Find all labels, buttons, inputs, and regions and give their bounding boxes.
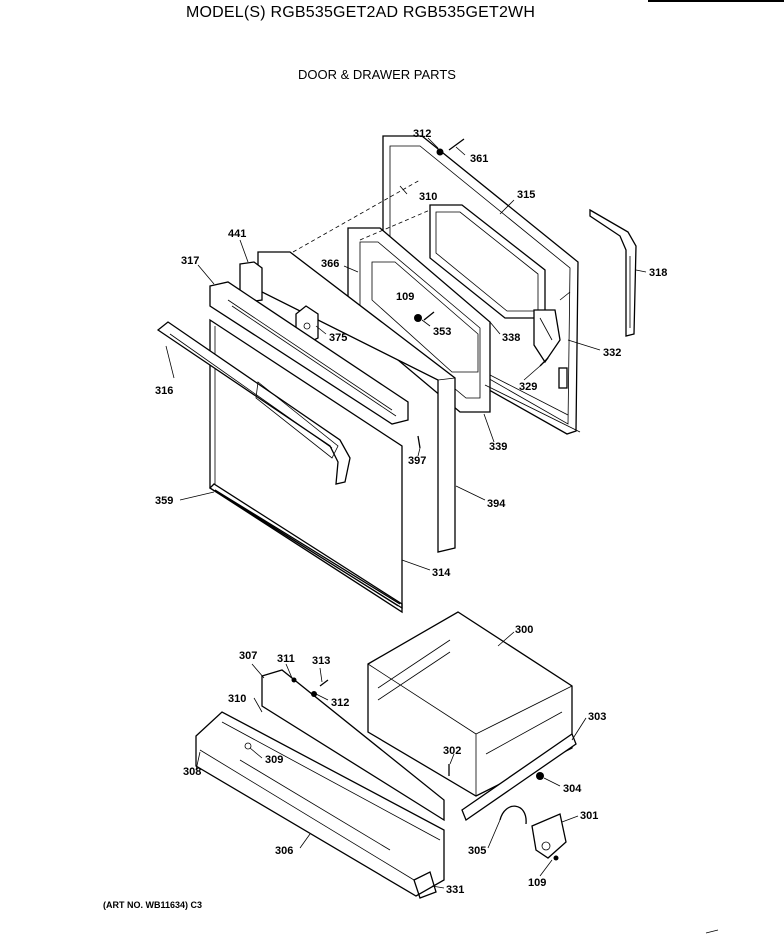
- section-title: DOOR & DRAWER PARTS: [298, 67, 456, 82]
- leader-lines: [165, 137, 647, 889]
- callout-339: 339: [489, 441, 507, 453]
- door-handle-316: [156, 321, 351, 485]
- screw-329: [539, 357, 549, 367]
- drawer-bracket-301: [531, 813, 567, 859]
- callout-329: 329: [519, 381, 537, 393]
- callout-313: 313: [312, 655, 330, 667]
- screw-361: [448, 138, 465, 151]
- callout-306: 306: [275, 845, 293, 857]
- model-title: MODEL(S) RGB535GET2AD RGB535GET2WH: [186, 4, 536, 21]
- callout-304: 304: [563, 783, 582, 795]
- drawer-body-300: [367, 611, 573, 797]
- callout-318: 318: [649, 267, 667, 279]
- screw-353: [423, 311, 435, 321]
- callout-441: 441: [228, 228, 246, 240]
- callout-397: 397: [408, 455, 426, 467]
- callout-394: 394: [487, 498, 506, 510]
- callout-312-drawer: 312: [331, 697, 349, 709]
- fastener-109: [414, 314, 422, 322]
- fastener-109-drawer: [553, 855, 559, 861]
- callout-310: 310: [419, 191, 437, 203]
- callout-375: 375: [329, 332, 347, 344]
- art-number: (ART NO. WB11634) C3: [103, 900, 203, 910]
- callout-366: 366: [321, 258, 339, 270]
- top-rule: [648, 0, 784, 2]
- fastener-311: [291, 677, 297, 683]
- vent-trim-317: [209, 281, 409, 425]
- fastener-309: [244, 742, 252, 750]
- callout-303: 303: [588, 711, 606, 723]
- callout-312: 312: [413, 128, 431, 140]
- callout-316: 316: [155, 385, 173, 397]
- callout-109: 109: [396, 291, 414, 303]
- callout-338: 338: [502, 332, 520, 344]
- callout-317: 317: [181, 255, 199, 267]
- callout-361: 361: [470, 153, 488, 165]
- door-liner-394: [257, 251, 456, 553]
- drawer-slide-303: [461, 733, 577, 821]
- door-gasket-318: [589, 208, 637, 337]
- door-hinge-332: [533, 309, 568, 389]
- callout-315: 315: [517, 189, 535, 201]
- fastener-312: [436, 148, 444, 156]
- part-callouts: 312 361 310 315 318 441 317 366 109 353 …: [155, 128, 667, 896]
- callout-109-drawer: 109: [528, 877, 546, 889]
- callout-307: 307: [239, 650, 257, 662]
- callout-353: 353: [433, 326, 451, 338]
- callout-300: 300: [515, 624, 533, 636]
- screw-313: [319, 679, 329, 687]
- drawer-side-307: [261, 669, 445, 822]
- wire-clip-305: [499, 805, 527, 825]
- callout-359: 359: [155, 495, 173, 507]
- bottom-trim-359: [214, 489, 401, 605]
- callout-310-drawer: 310: [228, 693, 246, 705]
- fastener-312-drawer: [311, 691, 317, 697]
- callout-311: 311: [277, 653, 295, 665]
- fastener-304: [536, 772, 544, 780]
- callout-309: 309: [265, 754, 283, 766]
- callout-301: 301: [580, 810, 598, 822]
- callout-305: 305: [468, 845, 486, 857]
- drawer-front-308: [195, 711, 445, 899]
- screw-397: [417, 435, 421, 449]
- corner-mark: [705, 929, 719, 934]
- callout-302: 302: [443, 745, 461, 757]
- callout-331: 331: [446, 884, 464, 896]
- callout-308: 308: [183, 766, 201, 778]
- callout-314: 314: [432, 567, 451, 579]
- callout-332: 332: [603, 347, 621, 359]
